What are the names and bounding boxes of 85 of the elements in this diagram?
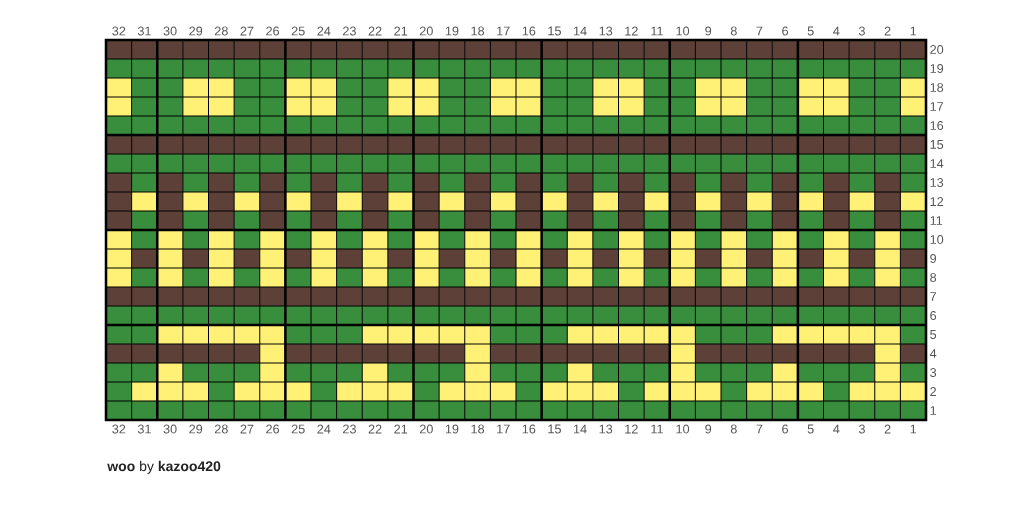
column-number: 4 [833, 26, 840, 36]
column-number: 6 [782, 26, 789, 36]
row-number: 8 [930, 273, 937, 282]
column-number: 6 [782, 424, 789, 434]
column-number: 22 [368, 26, 382, 36]
column-number: 23 [343, 26, 356, 36]
row-number: 20 [930, 45, 944, 54]
column-number: 8 [730, 424, 737, 434]
column-number: 24 [317, 424, 331, 434]
column-number: 1 [910, 26, 917, 36]
column-number: 27 [240, 424, 254, 434]
row-number: 9 [930, 254, 937, 263]
column-number: 4 [833, 424, 840, 434]
column-number: 31 [137, 424, 151, 434]
column-number: 13 [599, 26, 613, 36]
column-number: 28 [214, 424, 228, 434]
column-number: 17 [497, 26, 510, 36]
column-number: 25 [291, 424, 305, 434]
column-number: 10 [676, 26, 690, 36]
column-number: 19 [445, 424, 459, 434]
column-number: 19 [445, 26, 459, 36]
column-number: 24 [317, 26, 331, 36]
row-number: 15 [930, 140, 944, 149]
column-number: 30 [163, 26, 177, 36]
column-number: 32 [112, 26, 126, 36]
column-number: 11 [651, 424, 663, 434]
column-number: 12 [625, 26, 638, 36]
row-number: 10 [930, 235, 944, 244]
column-number: 13 [599, 424, 613, 434]
column-number: 26 [266, 26, 280, 36]
column-number: 29 [189, 26, 203, 36]
column-number: 9 [705, 26, 712, 36]
row-number: 11 [930, 216, 943, 225]
row-number: 3 [930, 368, 937, 377]
column-number: 14 [574, 424, 587, 434]
row-number: 2 [930, 387, 937, 396]
column-number: 20 [419, 26, 433, 36]
column-number: 22 [368, 424, 382, 434]
row-number: 7 [930, 292, 937, 301]
row-number: 18 [930, 83, 944, 92]
column-number: 30 [163, 424, 177, 434]
column-number: 14 [574, 26, 587, 36]
row-number: 19 [930, 64, 944, 73]
row-number: 14 [930, 159, 944, 168]
column-number: 3 [858, 424, 865, 434]
column-number: 7 [756, 424, 763, 434]
column-number: 15 [548, 26, 561, 36]
column-number: 31 [137, 26, 151, 36]
column-number: 32 [112, 424, 126, 434]
column-number: 9 [705, 424, 712, 434]
column-number: 2 [884, 424, 891, 434]
column-number: 21 [394, 424, 408, 434]
row-number: 4 [929, 349, 937, 358]
column-number: 2 [884, 26, 891, 36]
column-number: 17 [497, 424, 510, 434]
row-number: 12 [930, 197, 944, 206]
column-number: 16 [522, 424, 536, 434]
column-number: 3 [858, 26, 865, 36]
row-number: 6 [930, 311, 937, 320]
row-number: 1 [930, 406, 937, 415]
column-number: 5 [807, 424, 814, 434]
row-number: 13 [930, 178, 944, 187]
column-number: 23 [343, 424, 356, 434]
column-number: 18 [471, 26, 485, 36]
column-number: 10 [676, 424, 690, 434]
row-number: 16 [930, 121, 944, 130]
column-number: 27 [240, 26, 254, 36]
column-number: 25 [291, 26, 305, 36]
column-number: 11 [651, 26, 663, 36]
row-number: 5 [930, 330, 937, 339]
column-number: 16 [522, 26, 536, 36]
column-number: 5 [807, 26, 814, 36]
chart-title: woo by kazoo420 [107, 460, 221, 474]
column-number: 29 [189, 424, 203, 434]
column-number: 12 [625, 424, 638, 434]
column-number: 20 [419, 424, 433, 434]
column-number: 28 [214, 26, 228, 36]
column-number: 15 [548, 424, 561, 434]
column-number: 8 [730, 26, 737, 36]
column-number: 7 [756, 26, 763, 36]
row-number: 17 [930, 102, 944, 111]
column-number: 1 [910, 424, 917, 434]
column-number: 26 [266, 424, 280, 434]
column-number: 18 [471, 424, 485, 434]
column-number: 21 [394, 26, 408, 36]
